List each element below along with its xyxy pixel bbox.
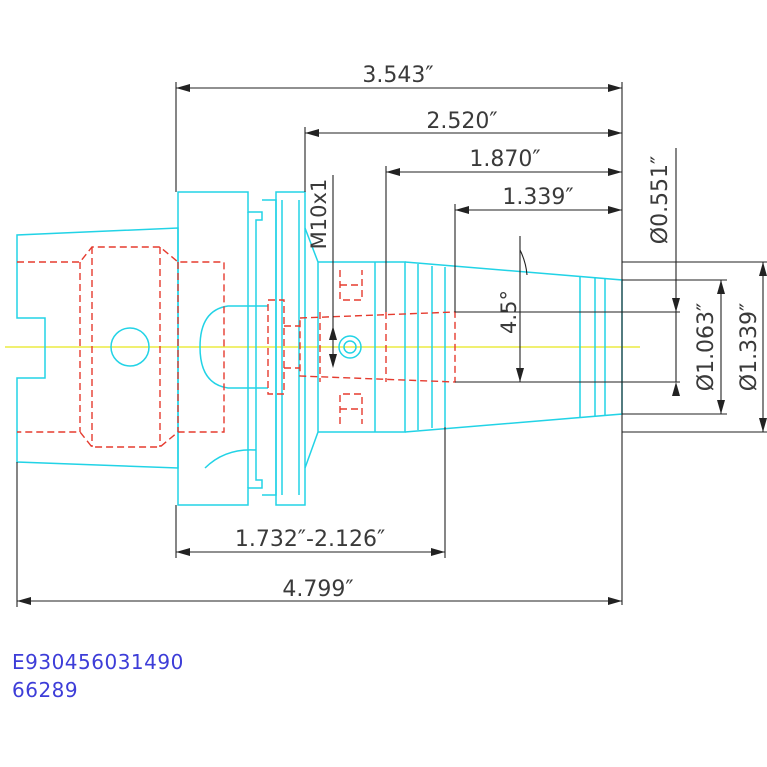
dimension-lines	[16, 82, 767, 607]
item-number: 66289	[12, 678, 79, 702]
dim-label-dia-1063: Ø1.063″	[694, 303, 719, 392]
dim-label-thread: M10x1	[307, 179, 331, 250]
code-block: E930456031490 66289	[12, 648, 184, 704]
dim-label-2520: 2.520″	[426, 109, 497, 134]
dim-label-dia-0551: Ø0.551″	[648, 156, 673, 245]
dim-label-1339: 1.339″	[502, 185, 573, 210]
dim-label-3543: 3.543″	[362, 63, 433, 88]
tool-holder-outline	[16, 191, 623, 506]
part-number: E930456031490	[12, 650, 184, 674]
dim-label-adjust-range: 1.732″-2.126″	[235, 527, 385, 552]
dim-label-angle: 4.5°	[497, 290, 521, 334]
dimension-arrows	[17, 84, 767, 605]
dim-label-dia-1339: Ø1.339″	[737, 303, 762, 392]
hidden-lines	[17, 246, 456, 448]
dim-label-1870: 1.870″	[469, 147, 540, 172]
dim-label-overall: 4.799″	[282, 577, 353, 602]
